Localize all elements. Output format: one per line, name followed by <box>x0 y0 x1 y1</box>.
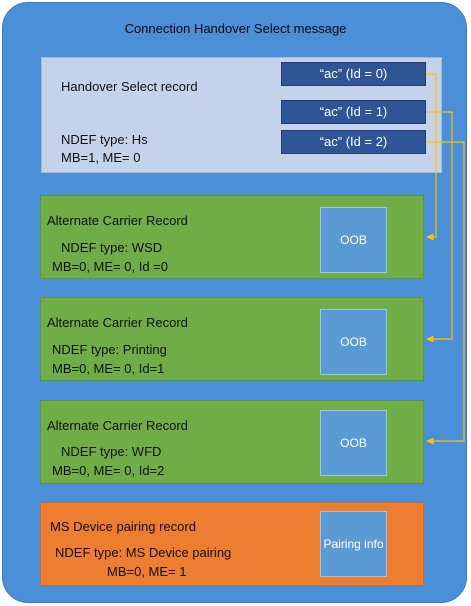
ac-reference-0: “ac” (Id = 0) <box>281 62 426 86</box>
alternate-carrier-1-title: Alternate Carrier Record <box>47 315 188 330</box>
alternate-carrier-0-title: Alternate Carrier Record <box>47 213 188 228</box>
alternate-carrier-2-title: Alternate Carrier Record <box>47 418 188 433</box>
alternate-carrier-0-flags: MB=0, ME= 0, Id =0 <box>52 259 168 274</box>
oob-block-2: OOB <box>320 410 387 476</box>
alternate-carrier-2-flags: MB=0, ME= 0, Id=2 <box>52 463 165 478</box>
connector-ac-1-to-record-1 <box>426 111 453 343</box>
alternate-carrier-0-ndef-type: NDEF type: WSD <box>61 240 163 255</box>
ms-pairing-title: MS Device pairing record <box>50 519 196 534</box>
handover-select-ndef-type: NDEF type: Hs <box>61 132 148 147</box>
message-title: Connection Handover Select message <box>124 21 347 36</box>
handover-select-flags: MB=1, ME= 0 <box>61 150 141 165</box>
handover-select-title: Handover Select record <box>61 79 198 94</box>
alternate-carrier-2-ndef-type: NDEF type: WFD <box>61 444 162 459</box>
connector-ac-2-to-record-2 <box>426 141 465 445</box>
oob-block-0: OOB <box>320 207 387 273</box>
ac-reference-1: “ac” (Id = 1) <box>281 100 426 124</box>
ms-pairing-ndef-type: NDEF type: MS Device pairing <box>55 545 232 560</box>
pairing-info-block: Pairing info <box>320 511 387 577</box>
ac-reference-2: “ac” (Id = 2) <box>281 130 426 154</box>
alternate-carrier-1-flags: MB=0, ME= 0, Id=1 <box>52 361 165 376</box>
ms-pairing-flags: MB=0, ME= 1 <box>107 564 187 579</box>
connector-ac-0-to-record-0 <box>426 73 437 241</box>
oob-block-1: OOB <box>320 309 387 375</box>
alternate-carrier-1-ndef-type: NDEF type: Printing <box>52 342 167 357</box>
